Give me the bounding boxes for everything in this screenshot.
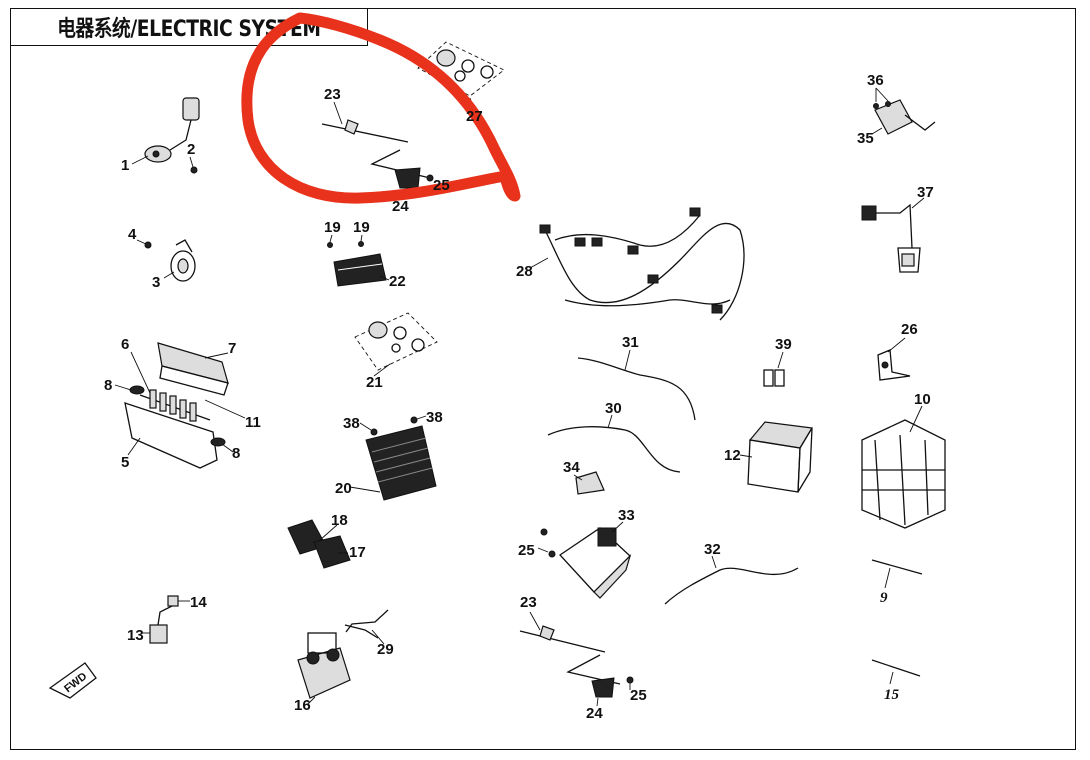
label-4: 4 xyxy=(128,226,137,243)
part-23-ignition-coil-upper xyxy=(321,119,434,189)
label-27: 27 xyxy=(466,108,483,125)
label-25a: 25 xyxy=(433,177,450,194)
label-34: 34 xyxy=(563,459,580,476)
label-28: 28 xyxy=(516,263,533,280)
label-25c: 25 xyxy=(630,687,647,704)
label-19b: 19 xyxy=(353,219,370,236)
part-28-wiring-harness xyxy=(539,207,745,321)
label-11: 11 xyxy=(245,414,261,431)
label-6: 6 xyxy=(121,336,129,353)
label-33: 33 xyxy=(618,507,635,524)
label-8a: 8 xyxy=(104,377,112,394)
part-35-sensor xyxy=(873,99,936,135)
part-5-fuse-box xyxy=(124,342,229,469)
label-37: 37 xyxy=(917,184,934,201)
fwd-arrow-icon xyxy=(48,662,97,699)
label-16: 16 xyxy=(294,697,311,714)
label-19a: 19 xyxy=(324,219,341,236)
part-15-strap xyxy=(871,659,921,677)
label-39: 39 xyxy=(775,336,792,353)
label-24b: 24 xyxy=(586,705,603,722)
label-14: 14 xyxy=(190,594,207,611)
part-12-battery xyxy=(747,421,813,493)
part-16-starter-relay xyxy=(297,632,351,699)
label-20: 20 xyxy=(335,480,352,497)
label-17: 17 xyxy=(349,544,366,561)
label-32: 32 xyxy=(704,541,721,558)
part-9-strap xyxy=(871,559,923,575)
label-10: 10 xyxy=(914,391,931,408)
label-15: 15 xyxy=(884,687,900,703)
part-13-relay xyxy=(149,595,179,644)
part-26-bracket xyxy=(877,349,911,381)
part-27-kit xyxy=(417,41,505,97)
label-8b: 8 xyxy=(232,445,240,462)
part-32-wire xyxy=(664,567,799,605)
part-22-control-unit xyxy=(327,241,387,287)
label-36: 36 xyxy=(867,72,884,89)
part-29-cable xyxy=(344,609,389,639)
part-34-connector xyxy=(575,471,605,495)
part-3-horn xyxy=(144,239,196,282)
part-39-fuse xyxy=(763,369,785,387)
part-20-regulator xyxy=(365,416,437,501)
label-23a: 23 xyxy=(324,86,341,103)
label-13: 13 xyxy=(127,627,144,644)
part-30-wire xyxy=(547,426,681,473)
label-25b: 25 xyxy=(518,542,535,559)
part-31-wire xyxy=(577,357,696,421)
label-1: 1 xyxy=(121,157,129,174)
label-9: 9 xyxy=(880,590,888,606)
label-38b: 38 xyxy=(426,409,443,426)
part-37-plug xyxy=(861,203,921,273)
red-annotation-circle xyxy=(241,12,521,204)
label-3: 3 xyxy=(152,274,160,291)
part-17-connector xyxy=(287,519,351,569)
label-22: 22 xyxy=(389,273,406,290)
label-7: 7 xyxy=(228,340,236,357)
part-1-sensor xyxy=(144,97,200,174)
label-31: 31 xyxy=(622,334,639,351)
label-30: 30 xyxy=(605,400,622,417)
label-38a: 38 xyxy=(343,415,360,432)
label-29: 29 xyxy=(377,641,394,658)
label-23b: 23 xyxy=(520,594,537,611)
part-33-control-box xyxy=(540,527,632,599)
drawing-frame xyxy=(10,8,1076,750)
label-2: 2 xyxy=(187,141,195,158)
label-18: 18 xyxy=(331,512,348,529)
label-24a: 24 xyxy=(392,198,409,215)
fwd-label: FWD xyxy=(62,670,89,695)
label-5: 5 xyxy=(121,454,129,471)
label-26: 26 xyxy=(901,321,918,338)
part-23-ignition-coil-lower xyxy=(519,625,634,698)
part-21-kit xyxy=(354,312,438,371)
label-35: 35 xyxy=(857,130,874,147)
label-12: 12 xyxy=(724,447,741,464)
label-21: 21 xyxy=(366,374,383,391)
part-10-battery-holder xyxy=(861,419,946,529)
